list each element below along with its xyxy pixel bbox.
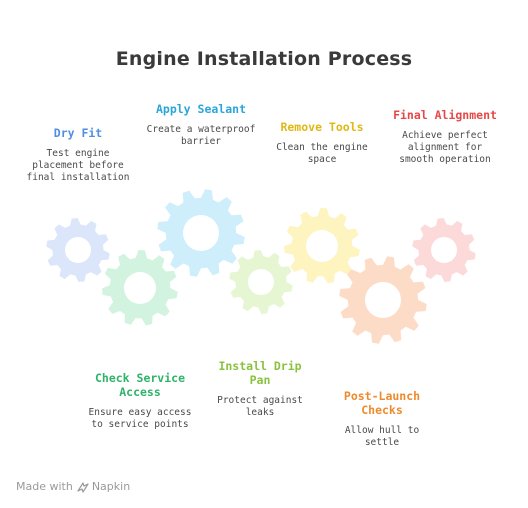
gear-icon bbox=[229, 250, 293, 314]
step-dry-fit: Dry Fit Test engine placement before fin… bbox=[26, 126, 130, 184]
step-title: Check Service Access bbox=[94, 371, 185, 399]
gear-icon bbox=[46, 218, 110, 282]
footer-attribution: Made with Napkin bbox=[16, 480, 130, 493]
diagram-title: Engine Installation Process bbox=[115, 48, 413, 70]
gear-icon bbox=[157, 189, 245, 277]
gear-icon bbox=[284, 208, 360, 284]
step-post-launch-checks: Post-Launch Checks Allow hull to settle bbox=[330, 389, 434, 449]
gear-icon bbox=[339, 256, 427, 344]
step-remove-tools: Remove Tools Clean the engine space bbox=[270, 120, 374, 166]
napkin-logo-icon bbox=[77, 481, 89, 493]
napkin-brand: Napkin bbox=[77, 480, 130, 493]
step-check-service-access: Check Service Access Ensure easy access … bbox=[84, 371, 196, 431]
step-description: Clean the engine space bbox=[276, 142, 368, 165]
step-description: Create a waterproof barrier bbox=[146, 124, 256, 147]
step-install-drip-pan: Install Drip Pan Protect against leaks bbox=[208, 359, 312, 419]
step-title: Final Alignment bbox=[393, 108, 497, 122]
step-title: Remove Tools bbox=[280, 120, 364, 134]
step-title: Apply Sealant bbox=[155, 102, 246, 116]
step-description: Achieve perfect alignment for smooth ope… bbox=[399, 130, 491, 165]
step-description: Allow hull to settle bbox=[344, 425, 420, 448]
step-final-alignment: Final Alignment Achieve perfect alignmen… bbox=[393, 108, 497, 166]
gear-icon bbox=[102, 250, 178, 326]
step-description: Test engine placement before final insta… bbox=[26, 148, 130, 183]
step-title: Post-Launch Checks bbox=[343, 389, 421, 417]
made-with-label: Made with bbox=[16, 480, 73, 493]
step-apply-sealant: Apply Sealant Create a waterproof barrie… bbox=[144, 102, 258, 148]
step-title: Dry Fit bbox=[53, 126, 103, 140]
brand-label: Napkin bbox=[91, 480, 131, 493]
step-title: Install Drip Pan bbox=[218, 359, 302, 387]
step-description: Protect against leaks bbox=[217, 395, 303, 418]
gear-icon bbox=[412, 218, 476, 282]
step-description: Ensure easy access to service points bbox=[88, 407, 192, 430]
